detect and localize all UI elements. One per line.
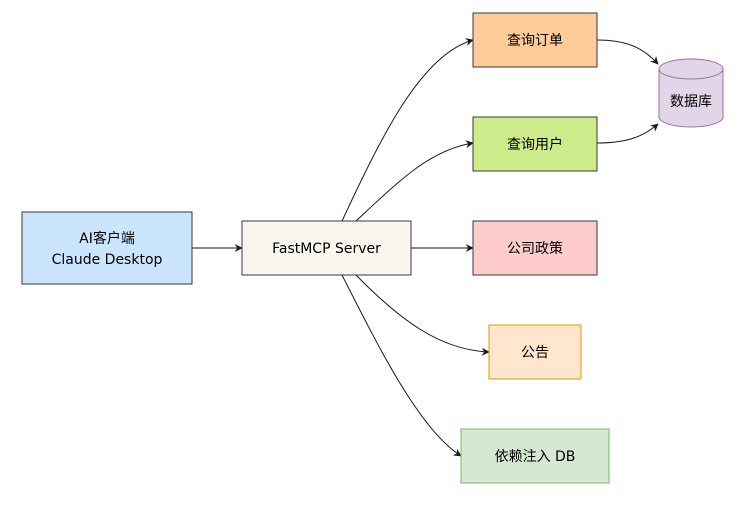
edge-server-query-order [341,38,474,222]
client-node: AI客户端 Claude Desktop [21,211,193,285]
query-order-box [472,12,598,68]
client-label-line1: AI客户端 [79,230,135,247]
database-cylinder-top [658,58,724,80]
di-db-box [460,428,610,484]
query-user-box [472,116,598,172]
query-user-label: 查询用户 [507,136,563,153]
query-user-node: 查询用户 [472,116,598,172]
query-order-node: 查询订单 [472,12,598,68]
notice-label: 公告 [521,345,549,361]
edge-server-notice [355,274,490,356]
policy-node: 公司政策 [472,220,598,276]
notice-box [488,324,582,380]
policy-label: 公司政策 [507,240,563,257]
edge-server-di-db [341,274,462,457]
server-label: FastMCP Server [272,241,381,257]
database-cylinder-body [658,69,724,128]
query-order-label: 查询订单 [507,33,563,49]
di-db-node: 依赖注入 DB [460,428,610,484]
server-node: FastMCP Server [241,220,412,276]
policy-box [472,220,598,276]
database-label: 数据库 [670,94,712,110]
edge-query-user-database [596,123,659,144]
client-label-line2: Claude Desktop [52,252,163,268]
notice-node: 公告 [488,324,582,380]
di-db-label: 依赖注入 DB [495,449,576,465]
database-node: 数据库 [658,58,724,128]
edges [192,38,659,457]
edge-query-order-database [596,39,659,65]
edge-server-query-user [355,140,474,222]
client-box [21,211,193,285]
server-box [241,220,412,276]
